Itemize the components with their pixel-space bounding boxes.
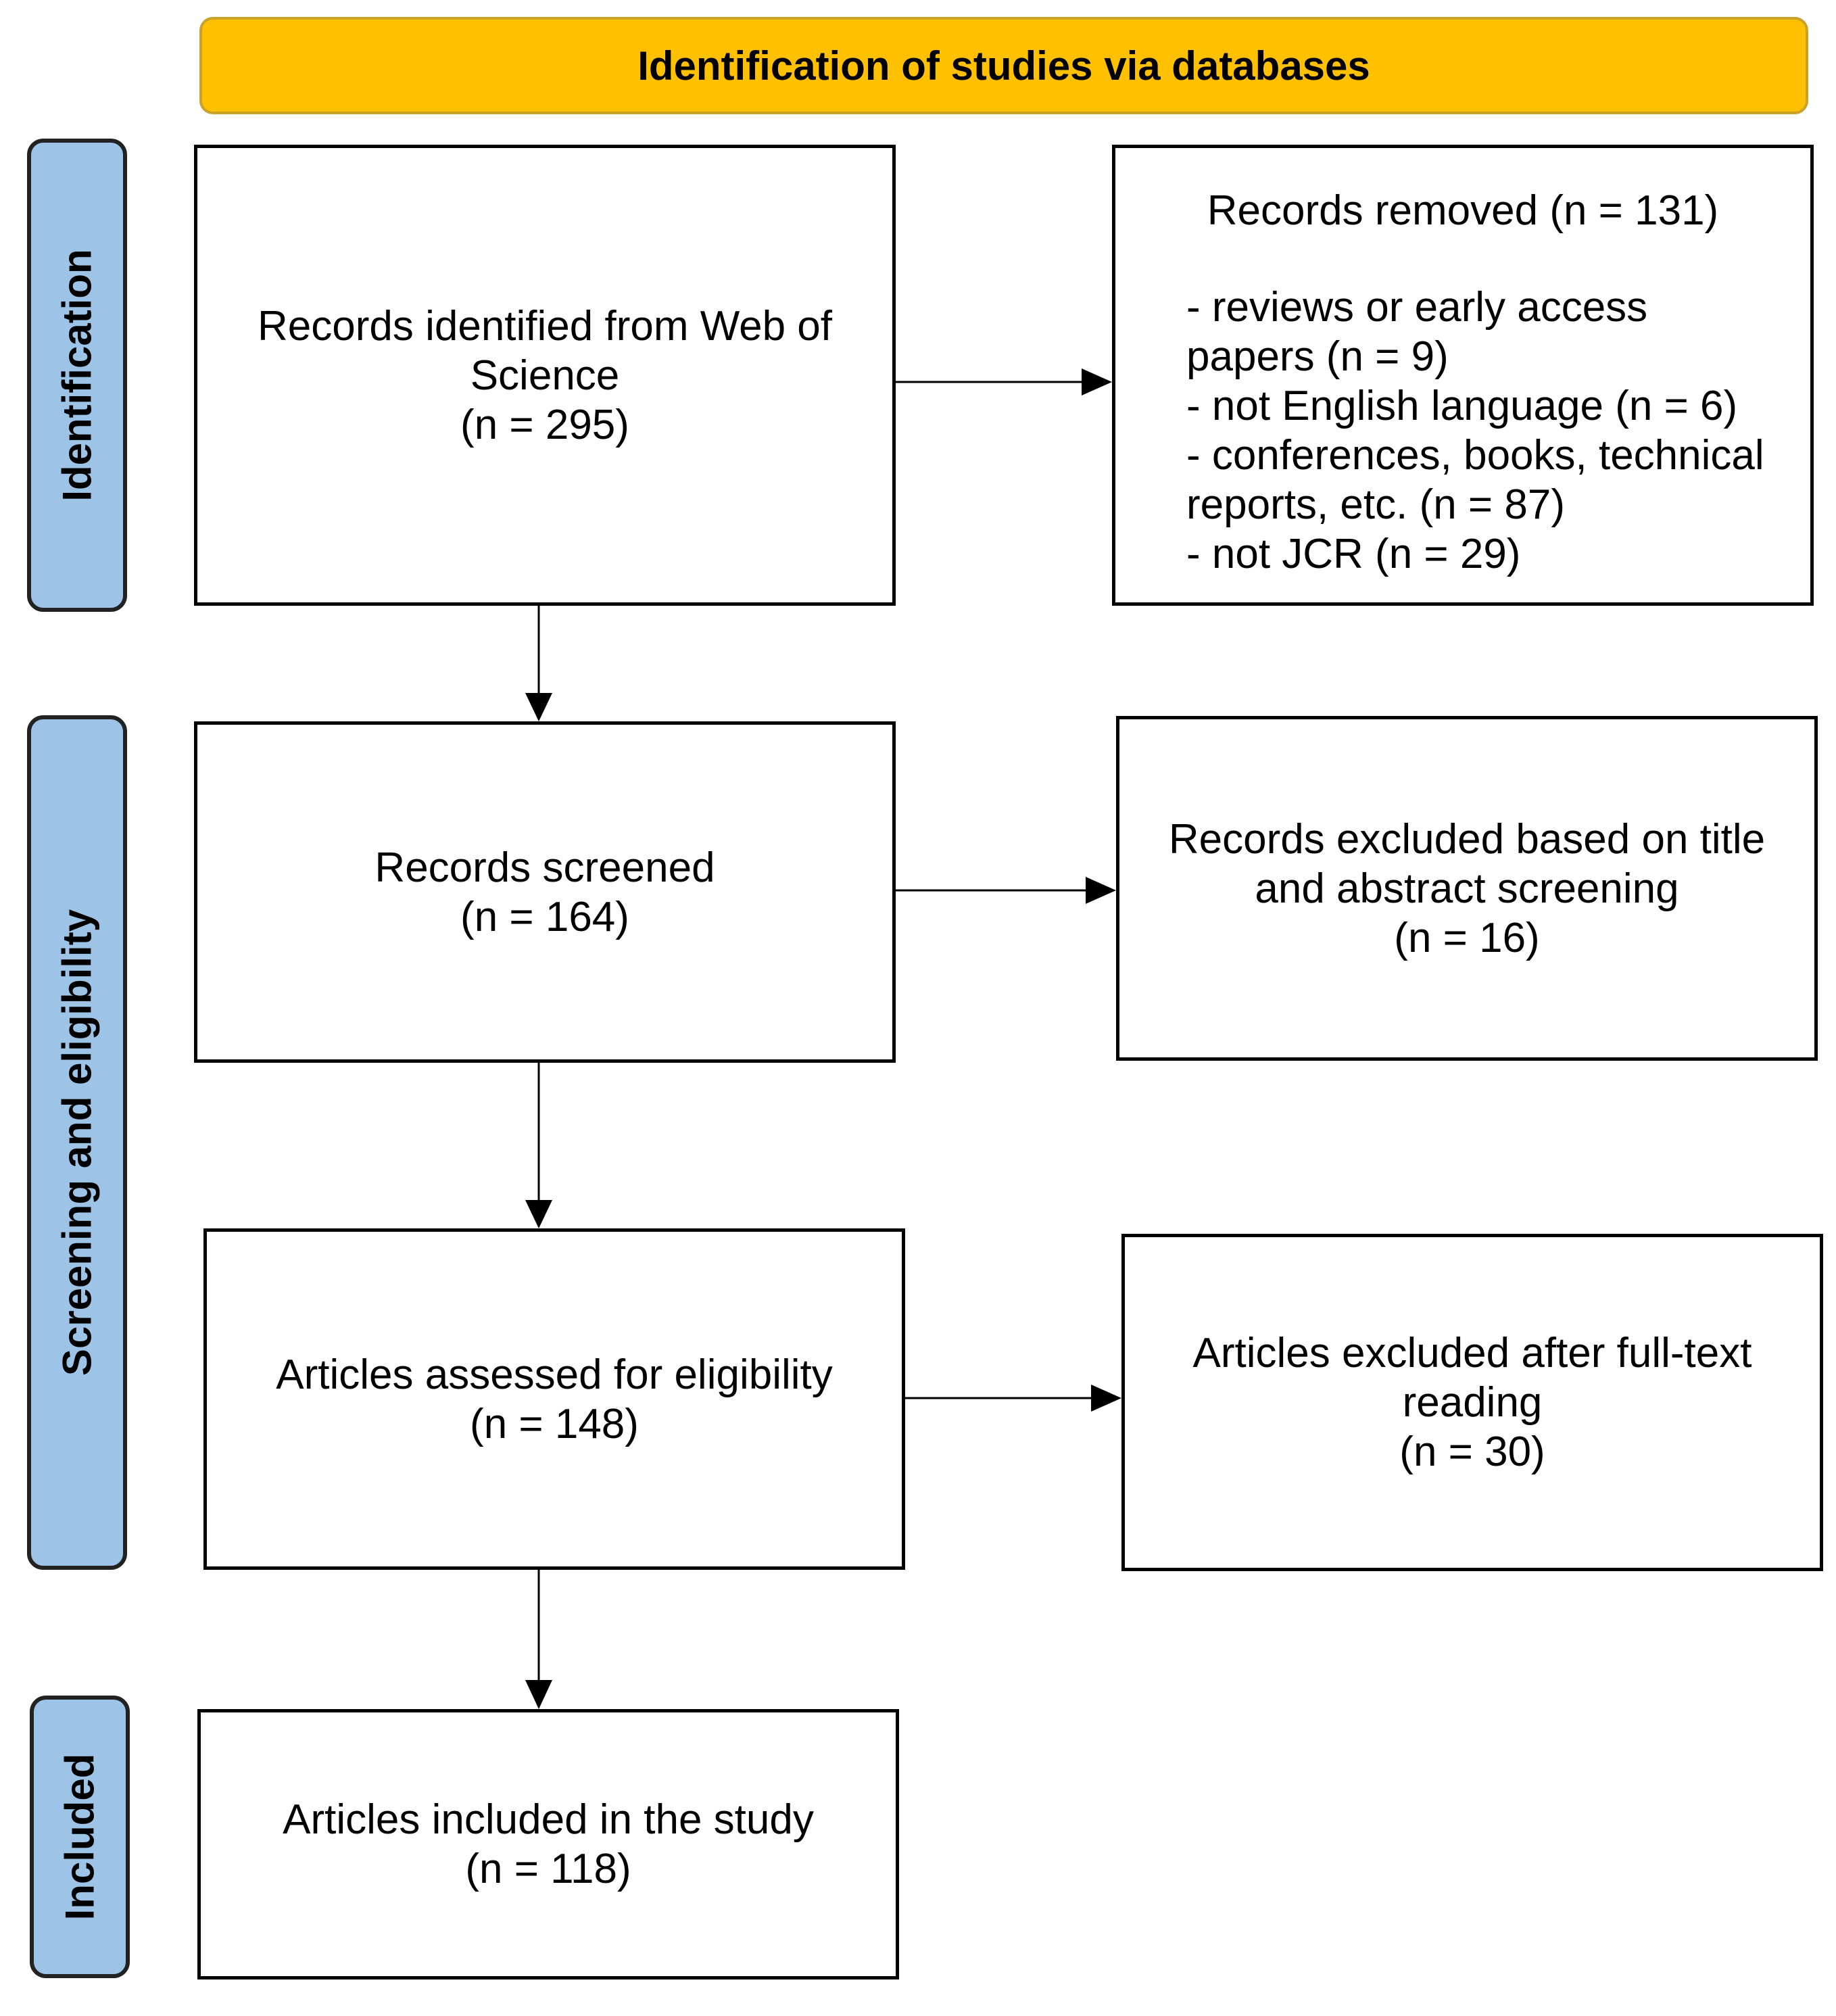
phase-included: Included: [30, 1696, 130, 1978]
articles-excluded-fulltext-line2: reading: [1402, 1379, 1543, 1426]
arrowhead-right: [1086, 877, 1116, 904]
articles-assessed-count: (n = 148): [470, 1400, 639, 1447]
records-removed-item: - not English language (n = 6): [1186, 383, 1738, 429]
records-removed-item: - conferences, books, technical: [1186, 432, 1764, 479]
records-screened-line1: Records screened: [375, 844, 715, 891]
phase-identification: Identification: [27, 139, 127, 612]
records-excluded-title-count: (n = 16): [1394, 914, 1540, 961]
articles-excluded-fulltext-box: Articles excluded after full-text readin…: [1121, 1234, 1823, 1571]
records-excluded-title-line2: and abstract screening: [1255, 865, 1679, 912]
arrowhead-down: [525, 693, 552, 721]
arrowhead-down: [525, 1200, 552, 1228]
records-removed-item: - reviews or early access: [1186, 284, 1648, 331]
records-screened-count: (n = 164): [460, 893, 629, 940]
records-identified-count: (n = 295): [460, 401, 629, 448]
articles-included-count: (n = 118): [465, 1846, 631, 1892]
records-removed-title: Records removed (n = 131): [1207, 187, 1719, 234]
articles-excluded-fulltext-line1: Articles excluded after full-text: [1192, 1330, 1752, 1376]
arrowhead-right: [1091, 1385, 1121, 1412]
records-screened-box: Records screened (n = 164): [194, 721, 896, 1063]
articles-assessed-line1: Articles assessed for eligibility: [276, 1351, 833, 1398]
records-identified-line2: Science: [470, 352, 620, 399]
records-identified-box: Records identified from Web of Science (…: [194, 145, 896, 606]
records-excluded-title-line1: Records excluded based on title: [1168, 815, 1766, 863]
articles-included-line1: Articles included in the study: [283, 1796, 814, 1843]
arrowhead-down: [525, 1680, 552, 1709]
articles-excluded-fulltext-count: (n = 30): [1399, 1429, 1545, 1475]
records-excluded-title-box: Records excluded based on title and abst…: [1116, 716, 1818, 1061]
records-removed-item: papers (n = 9): [1186, 333, 1449, 380]
records-removed-item: - not JCR (n = 29): [1186, 531, 1521, 577]
articles-included-box: Articles included in the study (n = 118): [197, 1709, 899, 1979]
articles-assessed-box: Articles assessed for eligibility (n = 1…: [203, 1228, 905, 1570]
records-removed-item: reports, etc. (n = 87): [1186, 481, 1565, 528]
records-removed-box: Records removed (n = 131) - reviews or e…: [1112, 145, 1814, 606]
diagram-header: Identification of studies via databases: [199, 17, 1808, 114]
phase-screening-eligibility: Screening and eligibility: [27, 715, 127, 1570]
records-identified-line1: Records identified from Web of: [257, 302, 833, 350]
arrowhead-right: [1082, 368, 1112, 395]
